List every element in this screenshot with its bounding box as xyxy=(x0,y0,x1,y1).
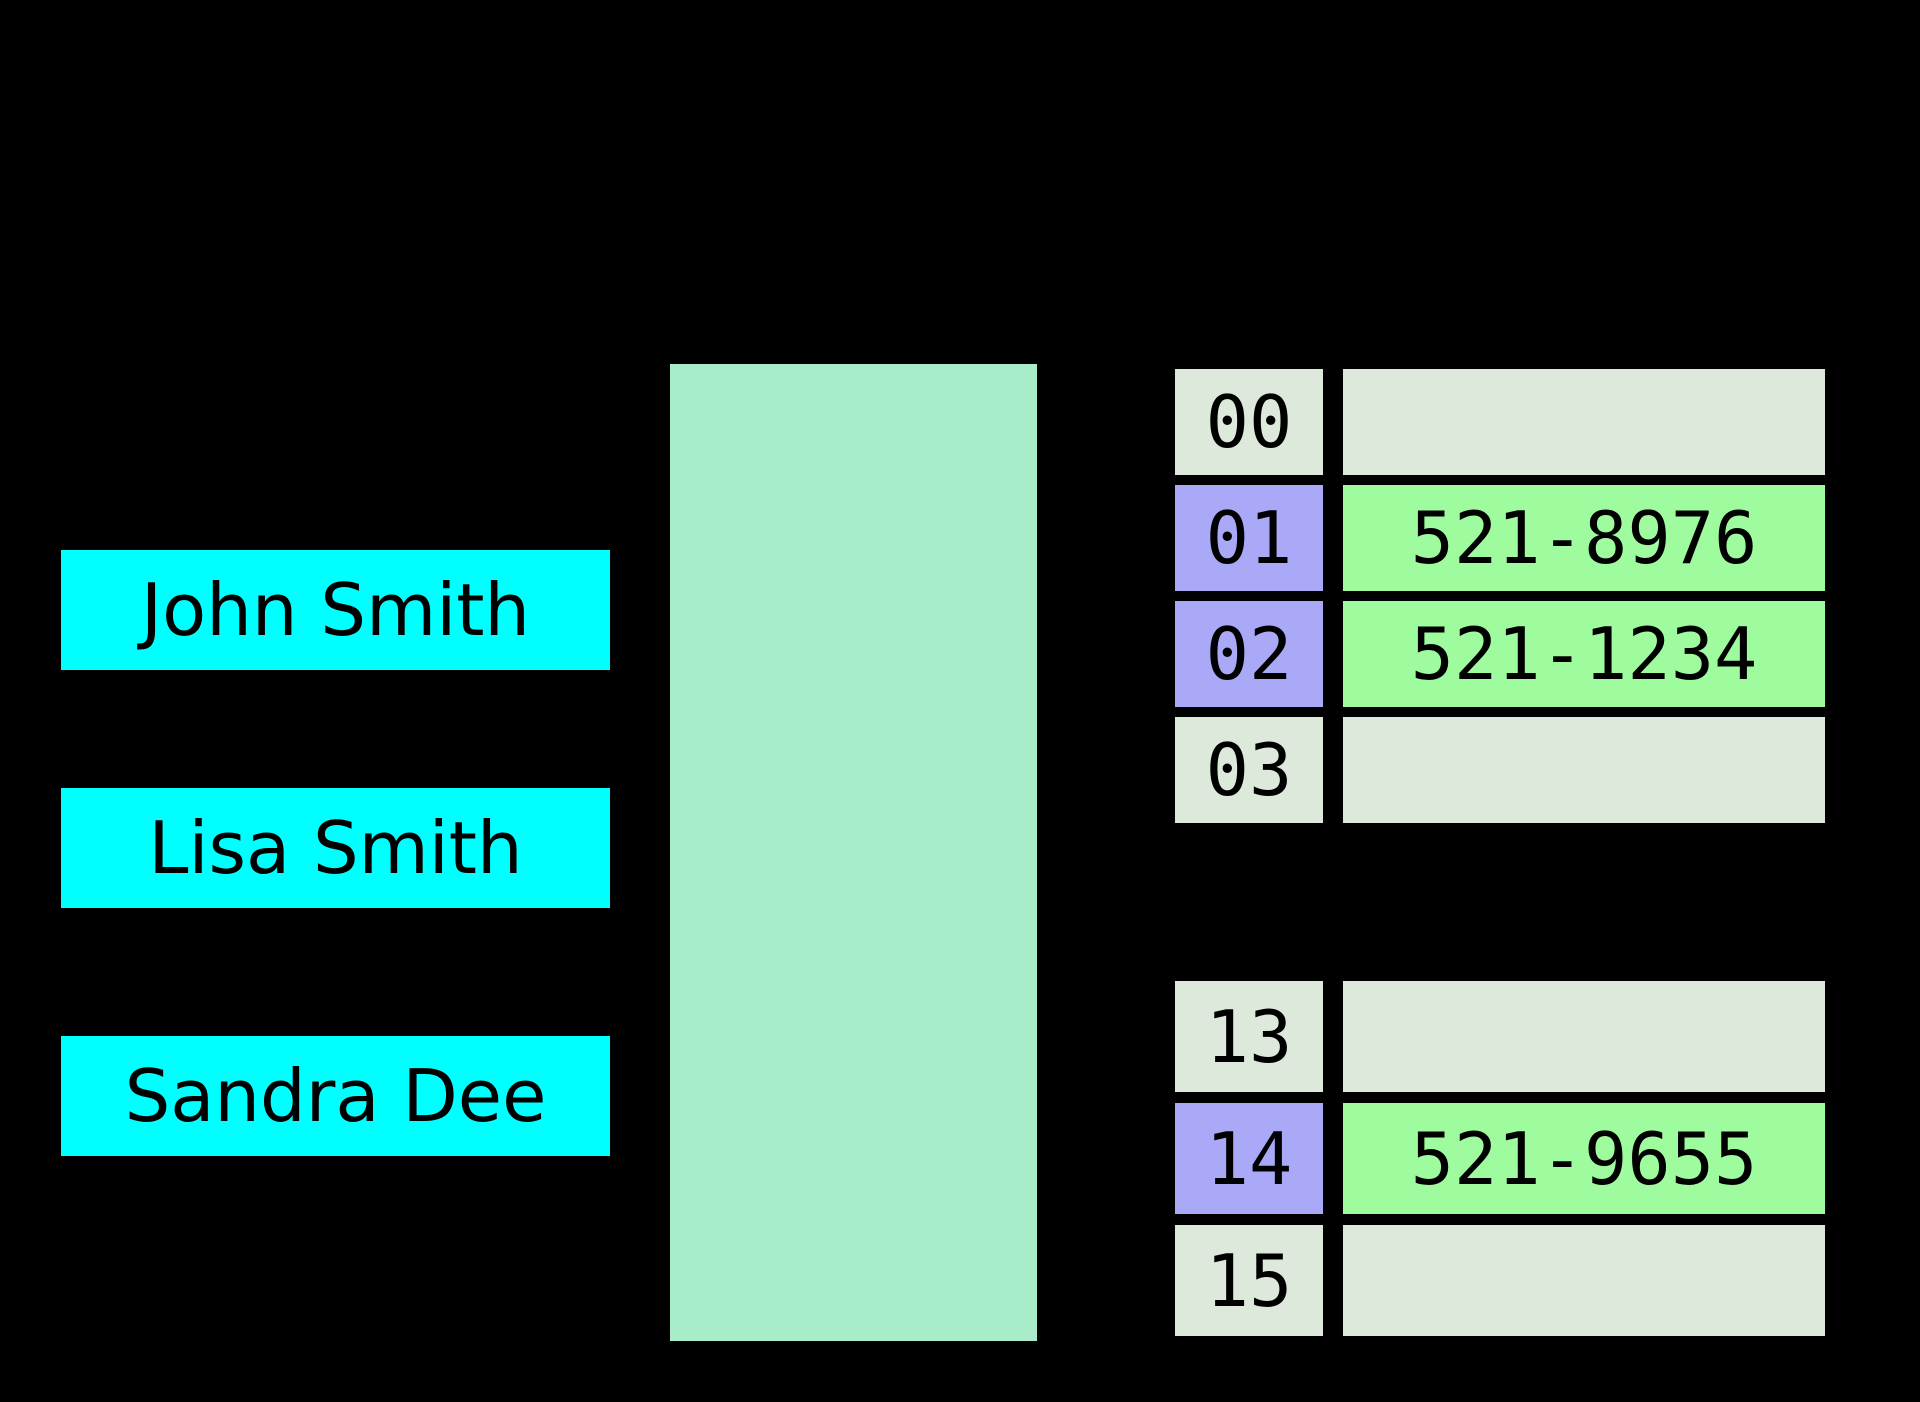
key-box-lisa-smith: Lisa Smith xyxy=(61,788,610,908)
bucket-value-cell-01: 521-8976 xyxy=(1343,485,1825,591)
bucket-index-cell-01: 01 xyxy=(1175,485,1323,591)
bucket-value-cell-03 xyxy=(1343,717,1825,823)
bucket-value-cell-15 xyxy=(1343,1225,1825,1336)
bucket-value-cell-00 xyxy=(1343,369,1825,475)
bucket-value-cell-02: 521-1234 xyxy=(1343,601,1825,707)
key-box-sandra-dee: Sandra Dee xyxy=(61,1036,610,1156)
bucket-value-cell-13 xyxy=(1343,981,1825,1092)
bucket-value-cell-14: 521-9655 xyxy=(1343,1103,1825,1214)
bucket-index-cell-15: 15 xyxy=(1175,1225,1323,1336)
bucket-index-cell-00: 00 xyxy=(1175,369,1323,475)
bucket-index-cell-13: 13 xyxy=(1175,981,1323,1092)
hash-function-box xyxy=(670,364,1037,1341)
bucket-index-cell-02: 02 xyxy=(1175,601,1323,707)
key-box-john-smith: John Smith xyxy=(61,550,610,670)
bucket-index-cell-14: 14 xyxy=(1175,1103,1323,1214)
bucket-index-cell-03: 03 xyxy=(1175,717,1323,823)
